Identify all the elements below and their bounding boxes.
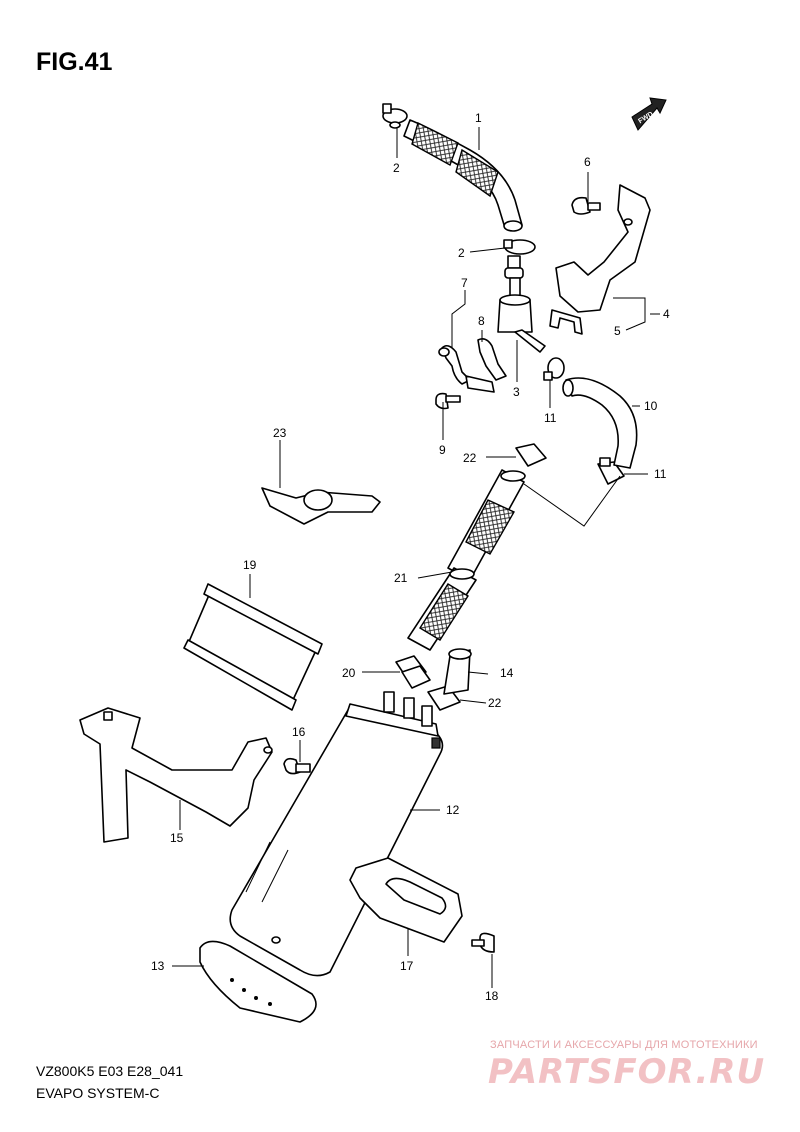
bolt-16 xyxy=(283,757,311,775)
callout-20: 20 xyxy=(342,666,356,680)
callout-7: 7 xyxy=(461,276,468,290)
screw-9 xyxy=(435,392,461,410)
callout-1: 1 xyxy=(475,111,482,125)
callout-5: 5 xyxy=(614,324,621,338)
screw-18 xyxy=(471,932,495,953)
model-code: VZ800K5 E03 E28_041 xyxy=(36,1063,184,1079)
canister-holder-17 xyxy=(349,857,463,943)
watermark-logo: PARTSFOR.RU xyxy=(488,1052,766,1092)
pipe-clamp-8 xyxy=(465,338,507,393)
callout-21: 21 xyxy=(394,571,408,585)
leader-lines xyxy=(172,127,660,988)
callout-16: 16 xyxy=(292,725,306,739)
canister-bracket xyxy=(555,184,651,313)
hose-clamp-middle xyxy=(503,239,536,255)
callout-12: 12 xyxy=(446,803,460,817)
hose-cap-22-upper xyxy=(515,443,547,467)
hose-clamp-11-upper xyxy=(543,357,565,381)
hose-10 xyxy=(562,377,638,469)
callout-11-upper: 11 xyxy=(544,411,557,425)
callout-11-lower: 11 xyxy=(654,467,667,481)
canister-mount-bracket-15 xyxy=(79,707,273,843)
watermark-tagline: ЗАПЧАСТИ И АКСЕССУАРЫ ДЛЯ МОТОТЕХНИКИ xyxy=(490,1039,758,1051)
callout-19: 19 xyxy=(243,558,257,572)
hose-21 xyxy=(407,469,526,651)
callout-3: 3 xyxy=(513,385,520,399)
bolt-6 xyxy=(571,196,601,215)
hose-clamp-top xyxy=(382,103,408,129)
callout-2-lower: 2 xyxy=(458,246,465,260)
evap-canister-12 xyxy=(229,691,444,977)
system-name: EVAPO SYSTEM-C xyxy=(36,1085,160,1101)
hose-upper xyxy=(403,119,523,232)
callout-18: 18 xyxy=(485,989,499,1003)
callout-15: 15 xyxy=(170,831,184,845)
hose-clip-23 xyxy=(261,487,381,525)
callout-numbers: 1 2 2 3 4 5 6 7 8 9 10 11 11 12 13 14 15… xyxy=(151,111,670,1003)
bracket-clip xyxy=(549,309,583,335)
callout-22-upper: 22 xyxy=(463,451,477,465)
callout-10: 10 xyxy=(644,399,658,413)
pipe-clamp-7 xyxy=(438,344,471,385)
check-valve xyxy=(497,255,546,353)
canister-band-19 xyxy=(183,583,323,711)
callout-17: 17 xyxy=(400,959,414,973)
forward-arrow-icon: FWD xyxy=(631,97,667,131)
callout-2-upper: 2 xyxy=(393,161,400,175)
hose-clamp-11-lower xyxy=(597,457,625,485)
figure-title: FIG.41 xyxy=(36,48,113,76)
callout-8: 8 xyxy=(478,314,485,328)
canister-cap-13 xyxy=(199,940,317,1023)
hose-piece-14 xyxy=(443,648,472,695)
callout-23: 23 xyxy=(273,426,287,440)
callout-14: 14 xyxy=(500,666,514,680)
hose-cap-20 xyxy=(395,655,431,689)
callout-4: 4 xyxy=(663,307,670,321)
callout-6: 6 xyxy=(584,155,591,169)
callout-13: 13 xyxy=(151,959,165,973)
callout-22-lower: 22 xyxy=(488,696,502,710)
callout-9: 9 xyxy=(439,443,446,457)
